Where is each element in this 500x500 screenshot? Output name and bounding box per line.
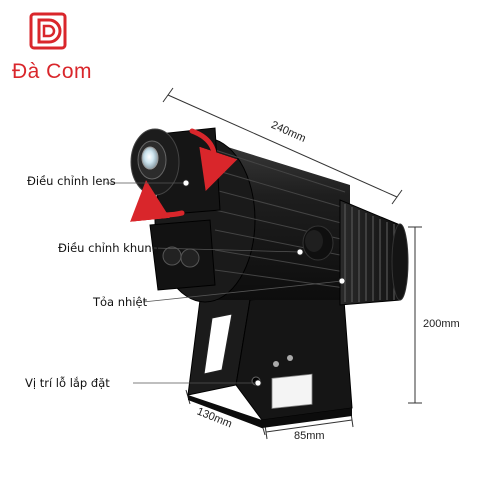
rotation-arrow-icon <box>130 128 238 222</box>
callout-mount-holes: Vị trí lỗ lắp đặt <box>25 376 110 390</box>
callout-frame-adjust: Điều chỉnh khung <box>58 241 159 255</box>
dimension-length-line <box>162 87 403 205</box>
callout-leaders <box>106 182 343 384</box>
brand-name: Đà Com <box>12 60 93 83</box>
callout-heat-dissipation: Tỏa nhiệt <box>93 295 148 309</box>
dimension-height-line <box>408 226 422 404</box>
callout-dots <box>182 179 346 387</box>
front-plate <box>149 219 216 291</box>
dimension-width-label: 85mm <box>294 430 325 442</box>
mount-bracket <box>187 291 353 428</box>
lens-glass-icon <box>141 146 159 170</box>
frame-adjust-knob-icon <box>302 225 334 261</box>
callout-lens-adjust: Điều chỉnh lens <box>27 174 116 188</box>
heatsink-fins <box>339 199 409 306</box>
brand-logo-icon <box>29 12 67 50</box>
dimension-height-label: 200mm <box>423 318 460 330</box>
